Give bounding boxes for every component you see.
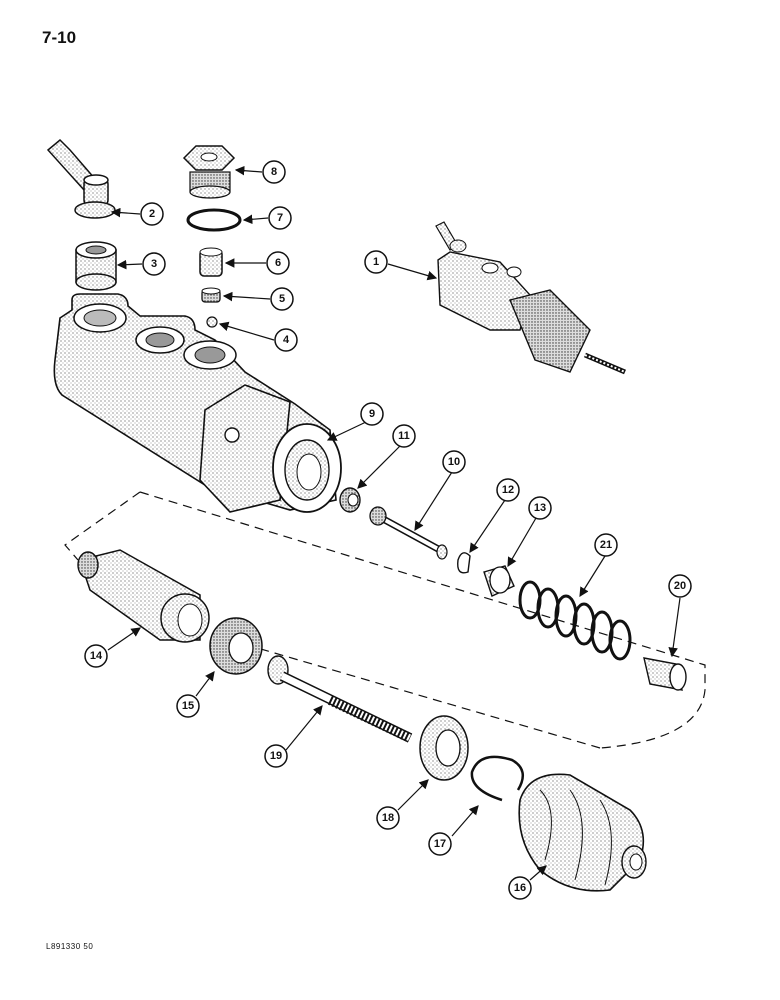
svg-text:21: 21 — [600, 539, 612, 551]
part-11-seal — [339, 487, 361, 513]
callout-3: 3 — [142, 252, 166, 276]
svg-text:4: 4 — [283, 334, 290, 346]
figure-reference-code: L891330 50 — [46, 942, 94, 951]
part-5-seal — [201, 287, 221, 303]
svg-text:16: 16 — [514, 882, 526, 894]
leader-lines — [107, 165, 681, 881]
svg-text:12: 12 — [502, 484, 514, 496]
svg-text:5: 5 — [279, 293, 285, 305]
part-15-cup-seal — [209, 617, 263, 675]
callout-12: 12 — [496, 478, 520, 502]
svg-text:17: 17 — [434, 838, 446, 850]
callout-19: 19 — [264, 744, 288, 768]
callout-6: 6 — [266, 251, 290, 275]
part-12-clip — [457, 552, 471, 574]
cylinder-body — [53, 293, 342, 513]
callout-10: 10 — [442, 450, 466, 474]
callout-5: 5 — [270, 287, 294, 311]
callout-11: 11 — [392, 424, 416, 448]
callout-14: 14 — [84, 644, 108, 668]
svg-text:8: 8 — [271, 166, 277, 178]
svg-text:20: 20 — [674, 580, 686, 592]
callout-1: 1 — [364, 250, 388, 274]
part-17-snap-ring — [470, 755, 525, 802]
callout-17: 17 — [428, 832, 452, 856]
svg-text:11: 11 — [398, 430, 410, 442]
part-3-bushing — [75, 241, 117, 291]
svg-text:14: 14 — [90, 650, 103, 662]
callout-18: 18 — [376, 806, 400, 830]
callout-13: 13 — [528, 496, 552, 520]
callout-21: 21 — [594, 533, 618, 557]
part-6-valve-seat — [199, 247, 223, 277]
dashed-group-outline — [64, 491, 706, 749]
callout-4: 4 — [274, 328, 298, 352]
part-18-washer — [419, 715, 469, 781]
part-16-boot — [518, 773, 647, 892]
page-number: 7-10 — [42, 28, 77, 47]
part-21-spring — [518, 580, 632, 661]
svg-text:10: 10 — [448, 456, 460, 468]
callout-15: 15 — [176, 694, 200, 718]
part-8-plug — [182, 145, 236, 199]
callout-7: 7 — [268, 206, 292, 230]
callout-8: 8 — [262, 160, 286, 184]
svg-text:3: 3 — [151, 258, 157, 270]
callout-16: 16 — [508, 876, 532, 900]
part-20-retainer — [643, 657, 687, 691]
svg-text:2: 2 — [149, 208, 155, 220]
part-13-spring-seat — [483, 565, 515, 597]
part-4-ball — [206, 316, 218, 328]
part-19-push-rod — [267, 655, 413, 743]
part-7-seal-washer — [186, 208, 242, 232]
callout-9: 9 — [360, 402, 384, 426]
svg-text:13: 13 — [534, 502, 546, 514]
svg-text:1: 1 — [373, 256, 379, 268]
svg-text:9: 9 — [369, 408, 375, 420]
svg-text:6: 6 — [275, 257, 281, 269]
callout-20: 20 — [668, 574, 692, 598]
part-14-piston — [77, 549, 210, 643]
callout-2: 2 — [140, 202, 164, 226]
part-1-assembled-cylinder — [435, 221, 626, 375]
svg-text:7: 7 — [277, 212, 283, 224]
svg-text:15: 15 — [182, 700, 194, 712]
part-10-valve-rod — [369, 506, 448, 560]
svg-text:18: 18 — [382, 812, 394, 824]
svg-text:19: 19 — [270, 750, 282, 762]
